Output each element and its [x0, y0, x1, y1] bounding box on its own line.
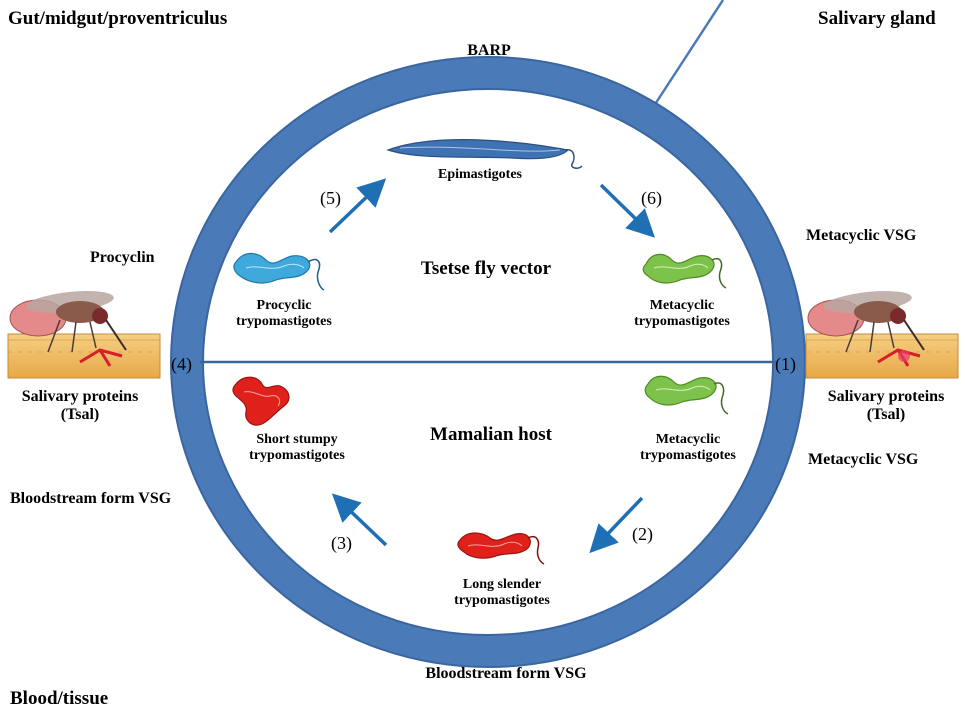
- label-epimastigotes: Epimastigotes: [438, 167, 522, 182]
- label-metacyclic-vsg-upper: Metacyclic VSG: [806, 227, 917, 244]
- long-slender-line1: Long slender: [462, 577, 542, 592]
- metacyclic-lower-line2: trypomastigotes: [640, 448, 736, 464]
- metacyclic-trypomastigote-lower-icon: [644, 375, 729, 415]
- cycle-ring-fill: [172, 58, 804, 666]
- label-mamalian-host: Mamalian host: [430, 424, 552, 445]
- arrow-step-6: [599, 183, 656, 238]
- metacyclic-upper-line2: trypomastigotes: [634, 314, 730, 330]
- salivary-proteins-right-line2: (Tsal): [866, 406, 906, 424]
- label-salivary-proteins-left: Salivary proteins (Tsal): [22, 388, 139, 425]
- arrow-step-2: [589, 496, 644, 554]
- label-bloodstream-vsg-bottom: Bloodstream form VSG: [425, 665, 587, 682]
- label-procyclin: Procyclin: [90, 249, 155, 266]
- label-barp: BARP: [467, 42, 511, 59]
- long-slender-trypomastigote-icon: [457, 532, 545, 565]
- step-number-3: (3): [331, 533, 352, 553]
- short-stumpy-trypomastigote-icon: [232, 376, 290, 426]
- metacyclic-upper-line1: Metacyclic: [649, 298, 715, 313]
- label-bloodstream-vsg-left: Bloodstream form VSG: [10, 490, 172, 507]
- label-gut-midgut-proventriculus: Gut/midgut/proventriculus: [8, 8, 228, 29]
- long-slender-line2: trypomastigotes: [454, 593, 550, 609]
- tsetse-fly-left-icon: [7, 291, 161, 379]
- salivary-proteins-right-line1: Salivary proteins: [827, 388, 945, 405]
- label-metacyclic-trypomastigotes-upper: Metacyclic trypomastigotes: [634, 298, 730, 330]
- salivary-proteins-left-line1: Salivary proteins: [21, 388, 139, 405]
- label-salivary-proteins-right: Salivary proteins (Tsal): [828, 388, 945, 425]
- salivary-gland-connector: [648, 0, 725, 113]
- label-tsetse-fly-vector: Tsetse fly vector: [420, 258, 552, 279]
- step-number-6: (6): [641, 188, 662, 208]
- label-metacyclic-vsg-lower: Metacyclic VSG: [808, 451, 919, 468]
- procyclic-trypomastigote-icon: [233, 252, 325, 291]
- metacyclic-trypomastigote-upper-icon: [642, 253, 727, 289]
- procyclic-line2: trypomastigotes: [236, 314, 332, 330]
- step-number-2: (2): [632, 524, 653, 544]
- procyclic-line1: Procyclic: [256, 298, 312, 313]
- label-metacyclic-trypomastigotes-lower: Metacyclic trypomastigotes: [640, 432, 736, 464]
- tsetse-fly-right-icon: [805, 291, 959, 379]
- short-stumpy-line1: Short stumpy: [256, 432, 338, 447]
- label-procyclic-trypomastigotes: Procyclic trypomastigotes: [236, 298, 332, 330]
- arrow-step-3: [331, 493, 388, 547]
- arrow-step-5: [328, 178, 387, 234]
- step-number-5: (5): [320, 188, 341, 208]
- salivary-proteins-left-line2: (Tsal): [60, 406, 100, 424]
- short-stumpy-line2: trypomastigotes: [249, 448, 345, 464]
- label-blood-tissue: Blood/tissue: [10, 688, 109, 709]
- metacyclic-lower-line1: Metacyclic: [655, 432, 721, 447]
- label-short-stumpy-trypomastigotes: Short stumpy trypomastigotes: [249, 432, 345, 464]
- step-number-4: (4): [171, 354, 192, 374]
- label-long-slender-trypomastigotes: Long slender trypomastigotes: [454, 577, 550, 609]
- step-number-1: (1): [775, 354, 796, 374]
- label-salivary-gland: Salivary gland: [818, 8, 936, 29]
- epimastigote-icon: [386, 139, 583, 169]
